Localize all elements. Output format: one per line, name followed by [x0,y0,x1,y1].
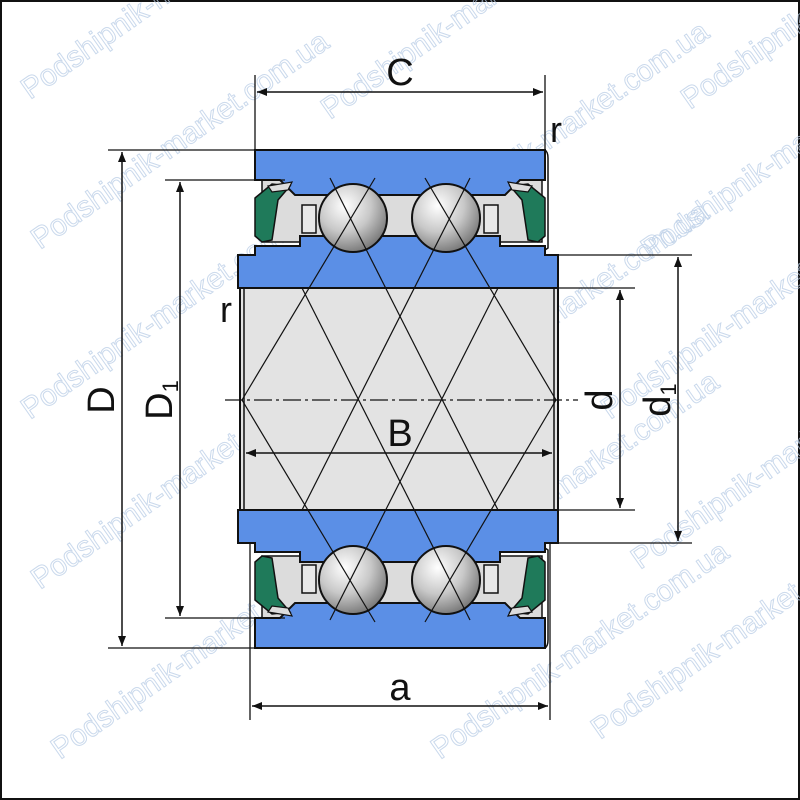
outer-ring-bottom-edge [544,547,549,649]
dimension-lines [118,88,682,710]
ball-bottom-right [411,545,481,615]
label-d1-outer-group: D1 [139,380,183,420]
seal-lip-bottom-left [266,605,294,617]
extension-lines [108,75,692,720]
label-d1-bore-sub: 1 [656,383,681,395]
label-d1-bore-group: d1 [637,383,681,416]
outer-ring-bottom [254,602,546,649]
label-d-bore: d [579,389,621,410]
inner-ring-bottom [237,509,559,563]
outer-ring-top [254,149,546,196]
label-d1-bore: d [637,396,679,417]
ball-bottom-left [318,545,388,615]
seal-lip-bottom-right [506,605,534,617]
label-d1-outer-sub: 1 [158,380,183,392]
seal-lip-top-left [266,181,294,193]
label-d1-outer: D [139,392,181,419]
cage-bottom-right [483,564,499,594]
label-d-outer: D [81,386,123,413]
outer-ring-top-edge [544,149,549,251]
seal-lip-top-right [506,181,534,193]
cage-top-right [483,204,499,234]
cage-bottom-left [301,564,317,594]
label-d-outer-group: D [81,386,123,413]
label-d-bore-group: d [579,389,621,410]
label-b: B [387,413,412,455]
contact-lines [241,177,557,623]
label-a: a [389,667,411,709]
svg-text:D1: D1 [139,380,183,420]
svg-text:d1: d1 [637,383,681,416]
label-r-top: r [550,109,562,150]
ball-top-right [411,183,481,253]
label-r-left: r [220,289,232,330]
cage-top-left [301,204,317,234]
ball-top-left [318,183,388,253]
label-c: C [386,52,413,94]
